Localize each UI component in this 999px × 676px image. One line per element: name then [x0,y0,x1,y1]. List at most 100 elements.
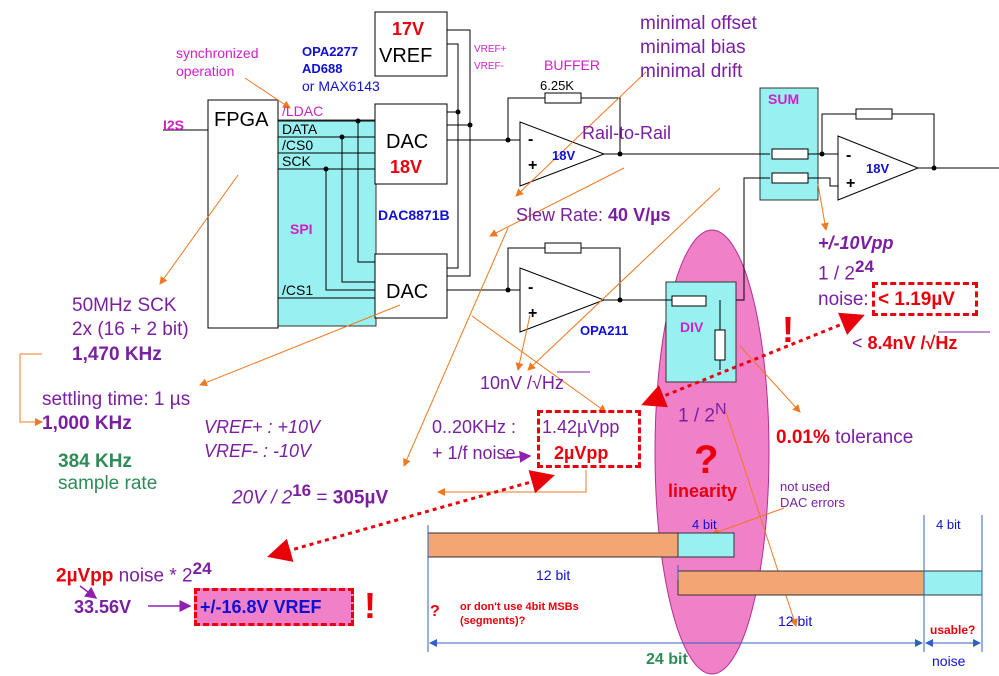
fpga-box [207,99,279,329]
spi-label: SPI [290,221,313,237]
cs1-label: /CS1 [282,282,314,298]
lsb-eq: = [311,487,333,509]
amp1-plus: + [528,157,538,174]
bit-bar-2 [677,570,925,596]
lsb-exp: 16 [292,481,312,500]
ref-part-3: or MAX6143 [302,78,380,94]
div-n-base: 1 / 2 [678,405,715,427]
dont-use-line-1: or don't use 4bit MSBs [460,601,579,613]
note-minimal-drift: minimal drift [640,61,743,82]
tolerance-value: 0.01% [776,427,830,448]
tolerance: 0.01% tolerance [776,428,913,447]
sample-khz: 384 KHz [58,451,132,472]
sample-rate-label: sample rate [58,473,158,494]
not-used-line-1: not used [780,479,830,494]
ldac-label: /LDAC [282,103,324,119]
range-33v: 33.56V [74,597,132,617]
div-24: 1 / 224 [818,258,874,283]
exclaim-top: ! [782,309,794,350]
dac-bottom-box [374,253,448,319]
lsb-formula: 20V / 216 = 305µV [232,482,388,507]
amp1-triangle [519,121,606,187]
note-minimal-bias: minimal bias [640,37,746,58]
amp3-voltage: 18V [866,161,890,176]
dac-top-label: DAC [386,131,429,153]
opa211-label: OPA211 [580,323,629,338]
slew-rate-value: 40 V/µs [608,205,671,225]
amp1-voltage: 18V [552,148,576,163]
noise-bits-label: noise [932,653,966,669]
sync-line-2: operation [176,63,235,79]
div-24-base: 1 / 2 [818,263,855,285]
noise-mult-exp: 24 [192,559,212,578]
sum-label: SUM [768,91,800,107]
settling-khz: 1,000 KHz [42,413,132,434]
noise-mult-value: 2µVpp [56,565,114,587]
vref-box [374,11,448,77]
dac-part-label: DAC8871B [378,207,450,223]
ref-part-2: AD688 [302,61,343,76]
note-minimal-offset: minimal offset [640,13,757,34]
fpga-label: FPGA [214,109,269,131]
bar1-cyan-label: 4 bit [692,517,717,532]
data-label: DATA [282,121,318,137]
vref-plus-value: VREF+ : +10V [204,417,321,437]
bar2-cyan-label: 4 bit [936,517,961,532]
amp2-triangle [519,267,606,333]
settling-time: settling time: 1 µs [42,389,191,410]
dac-top-voltage: 18V [390,157,423,177]
noise-mult-label: noise * 2 [113,565,193,587]
density-value: 8.4nV /√Hz [867,333,958,353]
noise-band-value: 1.42µVpp [542,417,620,437]
vref-plus-label: VREF+ [474,44,507,55]
bit-bar-2-cyan [923,570,983,596]
output-range: +/-10Vpp [818,233,894,253]
div-n-exp: N [714,401,727,418]
question-mark: ? [694,438,719,482]
vref-label: VREF [379,45,433,67]
dont-use-line-2: (segments)? [460,615,526,627]
amp2-minus: - [528,279,534,296]
noise-box [537,410,641,468]
div-n: 1 / 2N [678,401,727,427]
question-small: ? [430,603,440,620]
bar2-label: 12 bit [778,613,813,629]
dac-top-box [374,103,448,185]
bit-bar-1 [427,532,679,558]
usable-label: usable? [930,623,976,637]
lsb-value: 305µV [332,487,389,509]
vref-minus-label: VREF- [474,61,504,72]
ref-part-1: OPA2277 [302,44,359,59]
linearity-label: linearity [668,481,738,501]
feedback-resistor: 6.25K [540,78,574,93]
one-f-noise: + 1/f noise [432,443,516,463]
sck-khz: 1,470 KHz [72,344,162,365]
amp2-plus: + [528,305,538,322]
vref-voltage: 17V [392,19,425,39]
slew-rate: Slew Rate: 40 V/µs [516,206,670,224]
spi-region [277,119,377,327]
noise-density: 10nV /√Hz [480,373,564,393]
dac-bottom-label: DAC [386,281,429,303]
cs0-label: /CS0 [282,137,314,153]
sck-label: SCK [282,153,311,169]
exclaim-bottom: ! [364,585,376,626]
tolerance-label: tolerance [829,427,914,448]
noise-multiplied: 2µVpp noise * 224 [56,560,212,585]
amp3-plus: + [846,175,856,192]
amp3-triangle [837,135,920,201]
range-16v: +/-16.8V VREF [200,597,322,617]
range-box [194,588,354,626]
density-spec: < 8.4nV /√Hz [852,334,957,352]
density-prefix: < [852,333,868,353]
buffer-label: BUFFER [544,57,600,73]
bit-bar-1-cyan [677,532,735,558]
not-used-line-2: DAC errors [780,495,846,510]
amp1-minus: - [528,131,534,148]
rail-to-rail-label: Rail-to-Rail [582,123,672,143]
i2s-label: I2S [163,117,185,133]
sck-frequency: 50MHz SCK [72,295,177,316]
div-24-exp: 24 [854,257,874,276]
